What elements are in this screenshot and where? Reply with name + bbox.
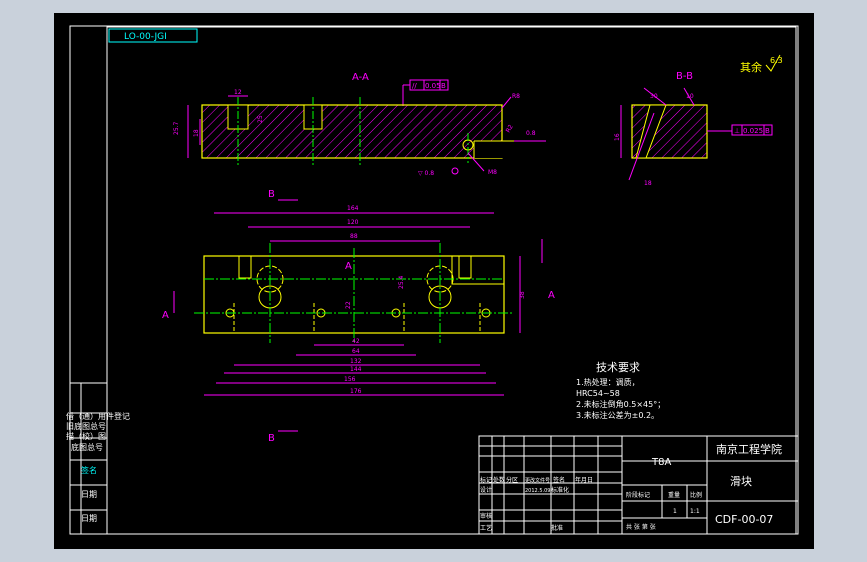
dim-aa-r8: R8 bbox=[512, 93, 520, 100]
tol-aa-value: 0.05 bbox=[425, 82, 441, 90]
tol-bb-value: 0.025 bbox=[743, 127, 763, 135]
dim-132: 132 bbox=[350, 358, 362, 365]
drawing-code-box: LO-00-JGⅠ bbox=[108, 28, 198, 43]
dim-aa-18: 18 bbox=[193, 129, 200, 137]
dim-156: 156 bbox=[344, 376, 356, 383]
margin-label-5: 签名 bbox=[81, 465, 97, 475]
drawing-code: LO-00-JGⅠ bbox=[124, 32, 167, 42]
margin-label-4: 底图总号 bbox=[71, 442, 103, 452]
tb-h-change: 更改文件号 bbox=[525, 477, 550, 484]
margin-label-6: 日期 bbox=[81, 490, 97, 499]
tb-h-sign: 签名 bbox=[553, 476, 565, 484]
section-aa-label: A-A bbox=[352, 72, 369, 83]
dim-22: 22 bbox=[345, 301, 352, 309]
margin-label-7: 日期 bbox=[81, 514, 97, 523]
dim-64: 64 bbox=[352, 348, 360, 355]
tech-item-4: 3.未标注公差为±0.2。 bbox=[576, 410, 659, 420]
margin-label-3: 描（校）图 bbox=[66, 431, 106, 441]
cad-viewport[interactable]: LO-00-JGⅠ A-A // 0.05 B 25.7 18 12 25 bbox=[54, 13, 814, 549]
tol-aa-ref: B bbox=[441, 82, 446, 90]
dim-bb-18: 18 bbox=[644, 180, 652, 187]
label-a-left: A bbox=[162, 310, 169, 321]
dim-aa-25: 25 bbox=[257, 115, 264, 123]
tb-std: 标准化 bbox=[551, 486, 569, 494]
tb-sheet: 共 张 第 张 bbox=[626, 523, 656, 531]
label-b-top: B bbox=[268, 189, 275, 200]
tech-item-3: 2.未标注倒角0.5×45°； bbox=[576, 399, 665, 409]
section-bb-view: B-B 其余 6.3 30 10 18 16 ⊥ 0.025 B bbox=[614, 54, 783, 187]
section-aa-view: A-A // 0.05 B 25.7 18 12 25 R8 R2 0 bbox=[173, 72, 546, 177]
dim-164: 164 bbox=[347, 205, 359, 212]
tech-item-2: HRC54~58 bbox=[576, 389, 620, 398]
tb-h-mark: 标记 bbox=[480, 476, 492, 484]
margin-label-2: 旧底图总号 bbox=[66, 421, 106, 431]
tb-scale: 1:1 bbox=[690, 508, 700, 515]
dim-25-4: 25.4 bbox=[398, 275, 405, 289]
dim-aa-12: 12 bbox=[234, 89, 242, 96]
tb-h-zone: 分区 bbox=[506, 476, 518, 484]
dim-120: 120 bbox=[347, 219, 359, 226]
svg-text:▽ 0.8: ▽ 0.8 bbox=[418, 170, 434, 177]
dim-42: 42 bbox=[352, 338, 360, 345]
dim-bb-10: 10 bbox=[686, 93, 694, 100]
tb-process: 工艺 bbox=[480, 524, 492, 532]
label-a-mid: A bbox=[345, 261, 352, 272]
section-bb-label: B-B bbox=[676, 71, 693, 82]
tb-school: 南京工程学院 bbox=[716, 442, 782, 456]
dim-38: 38 bbox=[519, 291, 526, 299]
tb-h-count: 处数 bbox=[493, 476, 505, 484]
dim-144: 144 bbox=[350, 366, 362, 373]
dim-aa-r2: R2 bbox=[505, 123, 515, 134]
tb-review: 审核 bbox=[480, 512, 492, 520]
dim-aa-m8: M8 bbox=[488, 169, 497, 176]
tb-weight-label: 重量 bbox=[668, 491, 680, 499]
plan-view: 164 120 88 42 64 132 144 156 176 38 25.4… bbox=[162, 189, 555, 444]
dim-176: 176 bbox=[350, 388, 362, 395]
tb-part-name: 滑块 bbox=[730, 475, 752, 488]
dim-88: 88 bbox=[350, 233, 358, 240]
label-b-bottom: B bbox=[268, 433, 275, 444]
svg-text://: // bbox=[412, 82, 417, 90]
tb-h-date: 年月日 bbox=[575, 476, 593, 484]
dim-bb-16: 16 bbox=[614, 133, 621, 141]
tb-weight: 1 bbox=[673, 508, 677, 515]
tb-material: T8A bbox=[651, 457, 671, 468]
dim-bb-30: 30 bbox=[650, 93, 658, 100]
surface-rest: 其余 bbox=[740, 60, 762, 74]
roughness-0-8: 0.8 bbox=[526, 130, 536, 137]
tech-requirements: 技术要求 1.热处理：调质， HRC54~58 2.未标注倒角0.5×45°； … bbox=[576, 361, 665, 420]
label-a-right: A bbox=[548, 290, 555, 301]
tol-bb-ref: B bbox=[765, 127, 770, 135]
title-block: 标记 处数 分区 更改文件号 签名 年月日 设计 2012.5.09 标准化 审… bbox=[478, 435, 799, 535]
drawing-border bbox=[69, 25, 799, 535]
margin-label-1: 借（通）用件登记 bbox=[66, 411, 130, 421]
margin-table: 借（通）用件登记 旧底图总号 描（校）图 底图总号 签名 日期 日期 bbox=[66, 382, 130, 535]
tech-item-1: 1.热处理：调质， bbox=[576, 377, 640, 387]
tb-scale-label: 比例 bbox=[690, 491, 702, 499]
tb-drawing-no: CDF-00-07 bbox=[715, 513, 773, 526]
tb-approve: 批准 bbox=[551, 524, 563, 532]
svg-text:⊥: ⊥ bbox=[734, 127, 740, 135]
tb-design: 设计 bbox=[480, 486, 492, 494]
tech-title: 技术要求 bbox=[596, 361, 640, 374]
tb-stage-label: 阶段标记 bbox=[626, 491, 650, 499]
dim-aa-25-7: 25.7 bbox=[173, 121, 180, 135]
tb-design-date: 2012.5.09 bbox=[525, 488, 550, 494]
